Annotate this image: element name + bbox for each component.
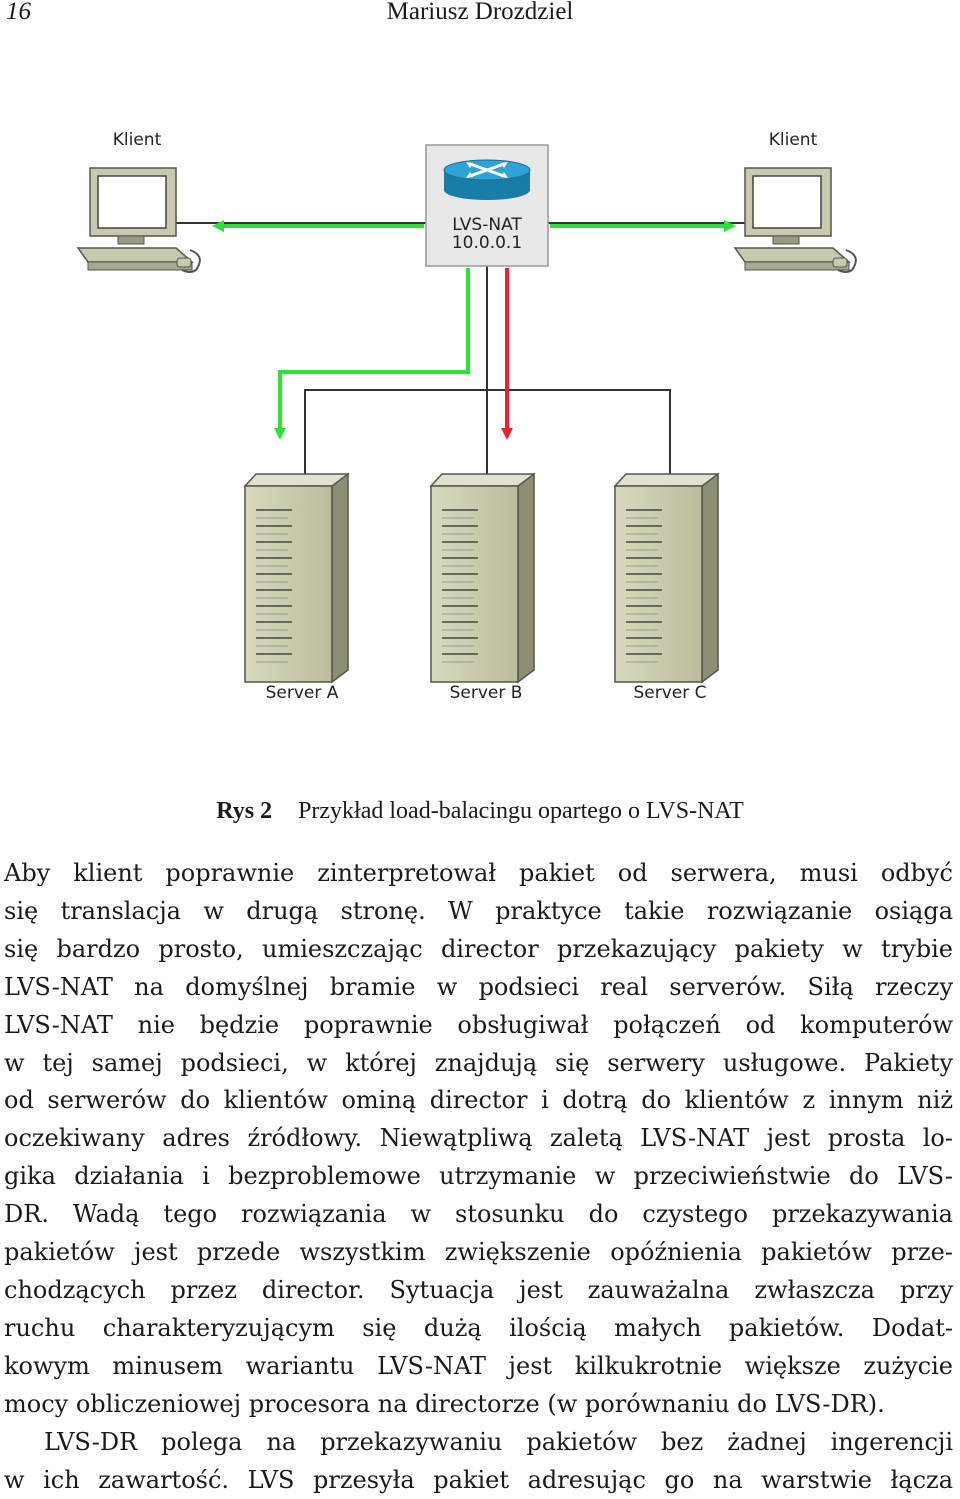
computer-icon [735,168,856,272]
paragraph-line: LVS-NAT na domyślnej bramie w podsieci r… [4,969,953,1007]
figure-caption: Rys 2 Przykład load-balacingu opartego o … [0,798,960,825]
paragraph-line: mocy obliczeniowej procesora na director… [4,1386,953,1424]
network-diagram: LVS-NAT 10.0.0.1 Klient Klient [0,100,960,720]
running-title: Mariusz Drozdziel [0,0,960,26]
paragraph-line: w tej samej podsieci, w której znajdują … [4,1045,953,1083]
paragraph-line: Aby klient poprawnie zinterpretował paki… [4,855,953,893]
paragraph-line: chodzących przez director. Sytuacja jest… [4,1272,953,1310]
server-b: Server B [431,474,534,703]
paragraph-line: się translacja w drugą stronę. W praktyc… [4,893,953,931]
client-right-label: Klient [769,130,818,150]
paragraph-line: w ich zawartość. LVS przesyła pakiet adr… [4,1462,953,1499]
computer-icon [78,168,200,272]
paragraph-line: LVS-NAT nie będzie poprawnie obsługiwał … [4,1007,953,1045]
client-left-label: Klient [113,130,162,150]
server-c-label: Server C [633,683,706,703]
body-text: Aby klient poprawnie zinterpretował paki… [4,855,953,1499]
figure-lvs-nat-diagram: LVS-NAT 10.0.0.1 Klient Klient [0,100,960,720]
router-icon [444,160,530,200]
paragraph-line: się bardzo prosto, umieszczając director… [4,931,953,969]
paragraph-line: od serwerów do klientów ominą director i… [4,1082,953,1120]
server-icon [431,474,534,682]
paragraph-line: pakietów jest przede wszystkim zwiększen… [4,1234,953,1272]
lvs-director: LVS-NAT 10.0.0.1 [426,145,548,266]
caption-text: Przykład load-balacingu opartego o LVS-N… [298,798,744,824]
director-name: LVS-NAT [452,215,522,235]
paragraph-line: oczekiwany adres źródłowy. Niewątpliwą z… [4,1120,953,1158]
server-icon [245,474,348,682]
server-b-label: Server B [450,683,523,703]
caption-label: Rys 2 [216,798,272,824]
director-ip: 10.0.0.1 [452,233,522,253]
server-icon [615,474,718,682]
client-left: Klient [78,130,200,272]
client-right: Klient [735,130,856,272]
paragraph-line: ruchu charakteryzującym się dużą ilością… [4,1310,953,1348]
server-c: Server C [615,474,718,703]
server-a-label: Server A [266,683,339,703]
paragraph-line: DR. Wadą tego rozwiązania w stosunku do … [4,1196,953,1234]
paragraph-line: gika działania i bezproblemowe utrzymani… [4,1158,953,1196]
page-header: 16 Mariusz Drozdziel [0,0,960,30]
server-a: Server A [245,474,348,703]
paragraph-line: LVS-DR polega na przekazywaniu pakietów … [4,1424,953,1462]
paragraph-line: kowym minusem wariantu LVS-NAT jest kilk… [4,1348,953,1386]
